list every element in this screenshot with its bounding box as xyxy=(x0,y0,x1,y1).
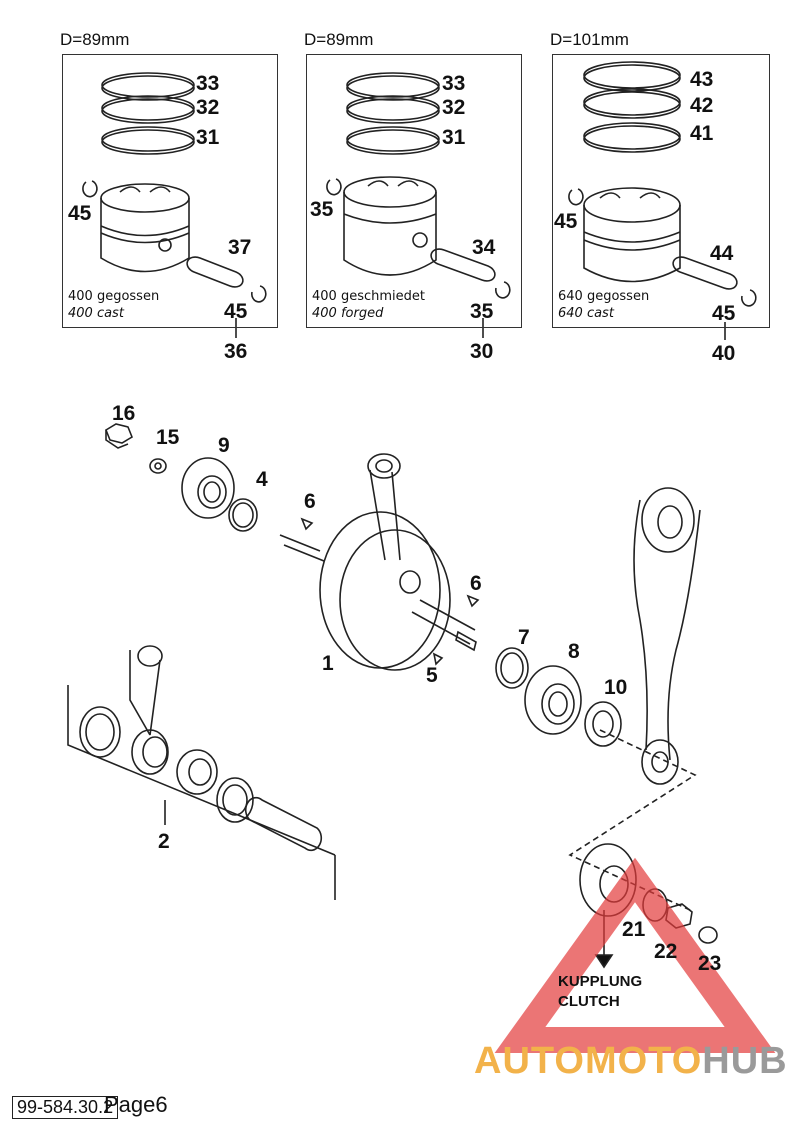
part-label-clip2: 35 xyxy=(470,300,494,323)
part-label-6-right: 6 xyxy=(470,572,482,595)
part-label-pin: 34 xyxy=(472,236,496,259)
part-label-32: 32 xyxy=(196,96,220,119)
part-label-31: 31 xyxy=(196,126,220,149)
piston-diameter-2: D=89mm xyxy=(304,30,374,49)
part-label-pin: 44 xyxy=(710,242,734,265)
piston-caption-en: 400 forged xyxy=(312,306,384,321)
part-label-10: 10 xyxy=(604,676,628,699)
assembly-label: 30 xyxy=(470,340,494,363)
part-label-23: 23 xyxy=(698,952,722,975)
part-label-41: 41 xyxy=(690,122,714,145)
part-label-4: 4 xyxy=(256,468,268,491)
piston-box-1 xyxy=(62,54,278,328)
part-label-8: 8 xyxy=(568,640,580,663)
watermark-logo: AUTOMOTOHUB xyxy=(474,1040,788,1083)
part-label-1: 1 xyxy=(322,652,334,675)
piston-box-2 xyxy=(306,54,522,328)
part-label-31: 31 xyxy=(442,126,466,149)
part-label-16: 16 xyxy=(112,402,136,425)
part-label-32: 32 xyxy=(442,96,466,119)
part-label-9: 9 xyxy=(218,434,230,457)
piston-caption-en: 640 cast xyxy=(558,306,614,321)
part-label-5: 5 xyxy=(426,664,438,687)
part-label-6-left: 6 xyxy=(304,490,316,513)
part-label-42: 42 xyxy=(690,94,714,117)
clutch-label-en: CLUTCH xyxy=(558,993,620,1010)
part-label-33: 33 xyxy=(196,72,220,95)
part-label-22: 22 xyxy=(654,940,678,963)
part-label-7: 7 xyxy=(518,626,530,649)
part-label-15: 15 xyxy=(156,426,180,449)
watermark-text-automoto: AUTOMOTO xyxy=(474,1040,703,1082)
part-label-2: 2 xyxy=(158,830,170,853)
piston-caption-de: 400 gegossen xyxy=(68,289,160,304)
piston-caption-de: 640 gegossen xyxy=(558,289,650,304)
clutch-label-de: KUPPLUNG xyxy=(558,973,643,990)
part-label-33: 33 xyxy=(442,72,466,95)
page-number: Page6 xyxy=(104,1092,168,1117)
part-label-43: 43 xyxy=(690,68,714,91)
part-label-clip: 35 xyxy=(310,198,334,221)
piston-diameter-3: D=101mm xyxy=(550,30,629,49)
part-label-clip: 45 xyxy=(554,210,578,233)
assembly-label: 36 xyxy=(224,340,248,363)
part-label-clip2: 45 xyxy=(712,302,736,325)
clutch-label: KUPPLUNG CLUTCH xyxy=(558,972,642,1012)
part-label-21: 21 xyxy=(622,918,646,941)
piston-caption-de: 400 geschmiedet xyxy=(312,289,425,304)
part-label-clip: 45 xyxy=(68,202,92,225)
part-label-clip2: 45 xyxy=(224,300,248,323)
piston-caption-en: 400 cast xyxy=(68,306,124,321)
doc-number: 99-584.30.2 xyxy=(12,1096,119,1119)
part-label-pin: 37 xyxy=(228,236,252,259)
assembly-label: 40 xyxy=(712,342,736,365)
watermark-text-hub: HUB xyxy=(702,1040,788,1082)
piston-box-3 xyxy=(552,54,770,328)
piston-diameter-1: D=89mm xyxy=(60,30,130,49)
